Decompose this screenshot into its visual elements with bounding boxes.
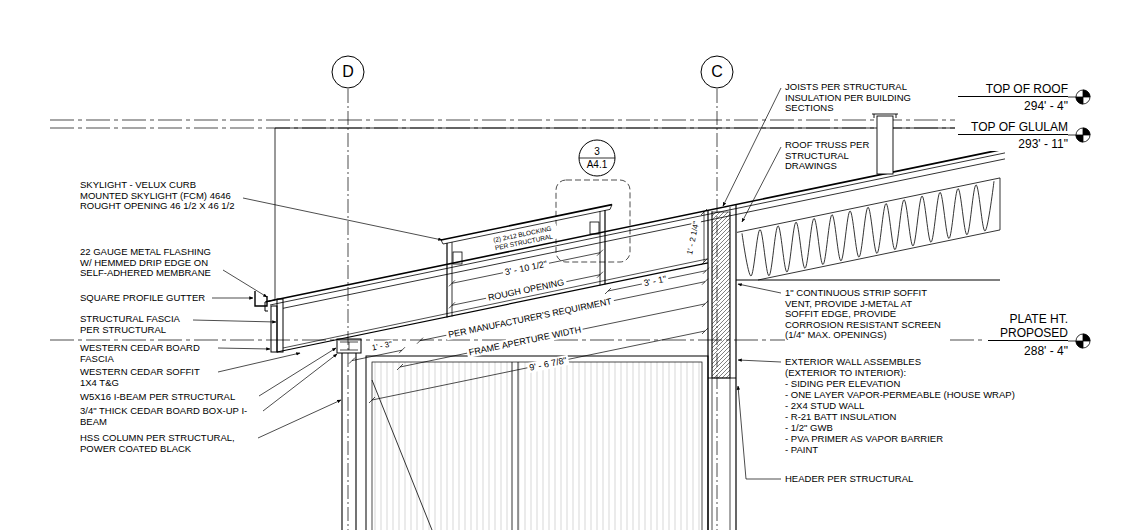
datum-markers bbox=[1068, 90, 1090, 348]
elevation-value: 293' - 11" bbox=[958, 137, 1068, 151]
datum-name: TOP OF GLULAM bbox=[958, 120, 1068, 135]
soffit bbox=[277, 259, 708, 352]
callout-note: JOISTS PER STRUCTURAL INSULATION PER BUI… bbox=[785, 82, 935, 114]
grid-bubble: C bbox=[700, 55, 734, 89]
assembly-item: - ONE LAYER VAPOR-PERMEABLE (HOUSE WRAP) bbox=[785, 390, 1015, 401]
grid-letter: C bbox=[711, 64, 723, 80]
assembly-item: - 1/2" GWB bbox=[785, 423, 833, 434]
elevation-value: 294' - 4" bbox=[958, 99, 1068, 113]
grid-bubble: D bbox=[331, 55, 365, 89]
datum-name: TOP OF ROOF bbox=[958, 82, 1068, 97]
leader-lines bbox=[193, 88, 781, 479]
batt-insulation bbox=[736, 178, 1000, 280]
assembly-item: - PAINT bbox=[785, 445, 818, 456]
callout-note: STRUCTURAL FASCIA PER STRUCTURAL bbox=[80, 314, 190, 335]
assembly-item: - 2X4 STUD WALL bbox=[785, 401, 864, 412]
elevation-value: 288' - 4" bbox=[958, 344, 1068, 358]
section-callout: 3A4.1 bbox=[578, 139, 616, 177]
detail-boundary bbox=[556, 180, 630, 262]
datum-lines bbox=[50, 120, 986, 340]
dimension-note: PER MANUFACTURER'S REQUIRMENT bbox=[445, 296, 614, 340]
sheet-number: A4.1 bbox=[587, 160, 608, 170]
callout-note: 3/4" THICK CEDAR BOARD BOX-UP I-BEAM bbox=[80, 406, 260, 427]
bubble-outline bbox=[578, 139, 616, 177]
assembly-item: - PVA PRIMER AS VAPOR BARRIER bbox=[785, 434, 943, 445]
roof-assembly bbox=[265, 149, 1005, 311]
dimension-note: ROUGH OPENING bbox=[485, 277, 567, 303]
assembly-item: - R-21 BATT INSULATION bbox=[785, 412, 896, 423]
sliding-door bbox=[366, 356, 708, 530]
callout-note: W5X16 I-BEAM PER STRUCTURAL bbox=[80, 392, 235, 403]
dimension-lines bbox=[349, 209, 709, 403]
callout-note: WESTERN CEDAR SOFFIT 1X4 T&G bbox=[80, 367, 215, 388]
callout-note: HSS COLUMN PER STRUCTURAL, POWER COATED … bbox=[80, 433, 255, 454]
callout-note: SQUARE PROFILE GUTTER bbox=[80, 293, 205, 304]
assembly-heading: EXTERIOR WALL ASSEMBLES (EXTERIOR TO INT… bbox=[785, 357, 943, 378]
datum-name: PLATE HT. PROPOSED bbox=[988, 312, 1068, 341]
beam-column bbox=[337, 339, 361, 530]
grid-letter: D bbox=[342, 64, 354, 80]
callout-note: 1" CONTINUOUS STRIP SOFFIT VENT, PROVIDE… bbox=[785, 288, 947, 341]
assembly-item: - SIDING PER ELEVATION bbox=[785, 379, 900, 390]
glulam-outline bbox=[275, 128, 955, 300]
callout-note: HEADER PER STRUCTURAL bbox=[785, 474, 913, 485]
callout-note: ROOF TRUSS PER STRUCTURAL DRAWINGS bbox=[785, 140, 880, 172]
callout-note: SKYLIGHT - VELUX CURB MOUNTED SKYLIGHT (… bbox=[80, 180, 240, 212]
vent-pipe bbox=[872, 114, 898, 174]
callout-note: WESTERN CEDAR BOARD FASCIA bbox=[80, 343, 215, 364]
dimension-text: 1' - 3" bbox=[369, 339, 395, 353]
callout-note: 22 GAUGE METAL FLASHING W/ HEMMED DRIP E… bbox=[80, 247, 220, 279]
callout-number: 3 bbox=[594, 147, 600, 157]
exterior-wall bbox=[708, 205, 736, 530]
